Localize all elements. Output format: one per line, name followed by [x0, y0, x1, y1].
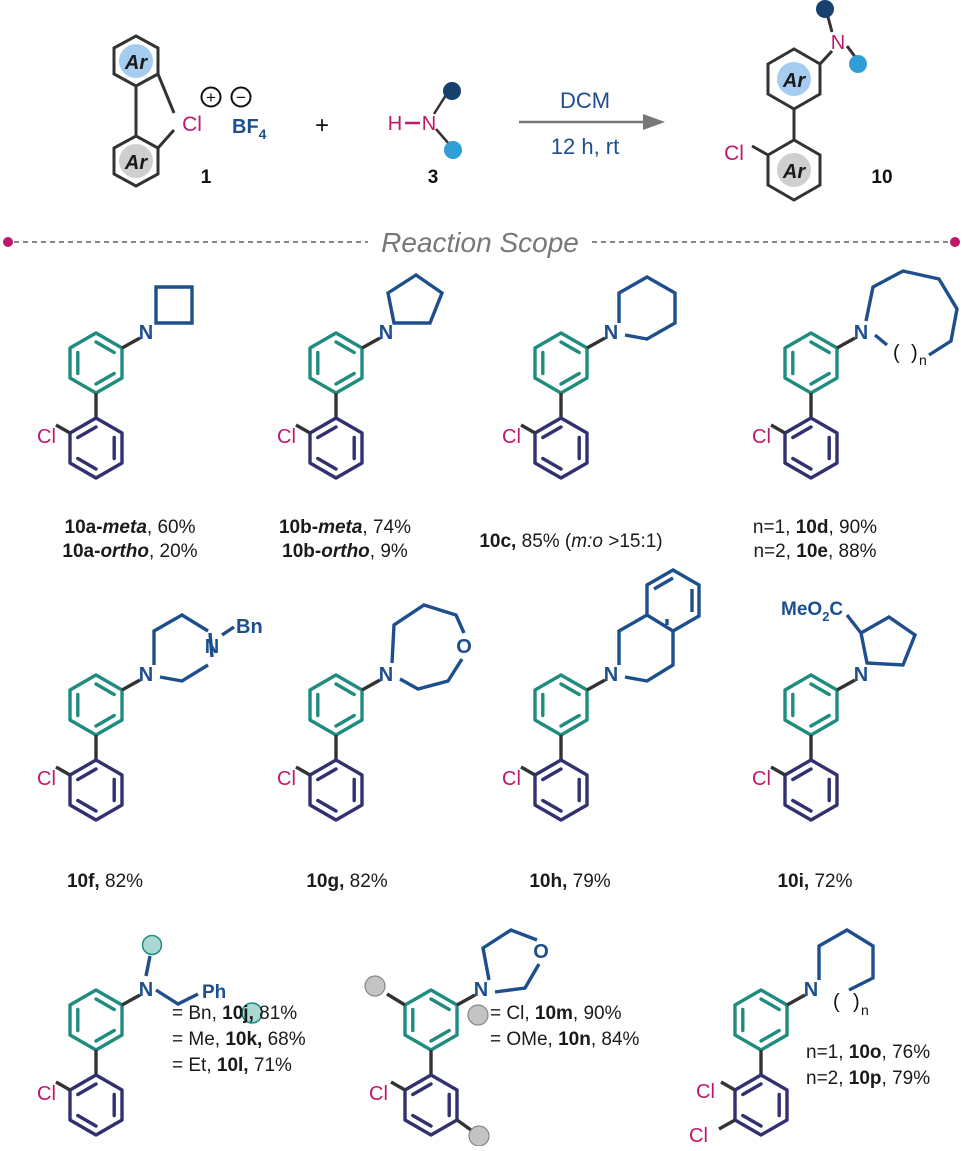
ar-label-gray: Ar — [124, 152, 148, 174]
svg-text:MeO2C: MeO2C — [781, 599, 843, 624]
counterion: BF4 — [232, 116, 267, 142]
compound-10g: Cl N O — [277, 603, 472, 822]
svg-text:N: N — [139, 664, 153, 686]
dark-blue-dot — [443, 82, 461, 100]
solvent-label: DCM — [560, 88, 610, 113]
svg-text:n: n — [861, 1002, 869, 1018]
svg-text:Cl: Cl — [37, 768, 56, 790]
svg-text:Cl: Cl — [696, 1081, 715, 1103]
svg-text:N: N — [379, 322, 393, 344]
svg-text:O: O — [533, 941, 549, 963]
svg-text:N: N — [854, 322, 868, 344]
svg-text:Cl: Cl — [502, 768, 521, 790]
caption-10a: 10a-meta, 60% 10a-ortho, 20% — [62, 517, 198, 562]
compound-10b: Cl N — [277, 272, 445, 480]
chloronium-cl: Cl — [182, 113, 202, 136]
svg-text:Cl: Cl — [37, 426, 56, 448]
scope-title: Reaction Scope — [381, 227, 579, 258]
svg-text:N: N — [474, 979, 488, 1001]
amine-3-label: 3 — [428, 167, 439, 188]
svg-text:+: + — [206, 88, 216, 107]
svg-text:Cl: Cl — [369, 1083, 388, 1105]
svg-text:Ph: Ph — [202, 982, 226, 1003]
plus-sign: + — [315, 112, 329, 139]
product-10-label: 10 — [871, 167, 892, 188]
caption-10c: 10c, 85% (m:o >15:1) — [479, 531, 663, 552]
svg-text:H: H — [388, 113, 402, 135]
conditions-label: 12 h, rt — [551, 134, 619, 159]
caption-10h: 10h, 79% — [529, 871, 611, 892]
reagent-1-structure: Ar Ar Cl + − BF4 1 — [112, 34, 267, 188]
svg-text:): ) — [853, 991, 860, 1013]
svg-text:Ar: Ar — [782, 161, 806, 183]
svg-text:N: N — [604, 322, 618, 344]
caption-10o-10p: n=1, 10o, 76% n=2, 10p, 79% — [806, 1042, 931, 1089]
compound-10j-10l: Cl N Ph — [37, 934, 263, 1137]
product-10-structure: N Ar Ar Cl 10 — [724, 0, 893, 202]
svg-text:n: n — [919, 352, 927, 368]
caption-10i: 10i, 72% — [777, 871, 853, 892]
svg-text:(: ( — [893, 342, 900, 364]
svg-text:Cl: Cl — [752, 426, 771, 448]
svg-text:(: ( — [833, 991, 840, 1013]
svg-text:N: N — [205, 636, 219, 658]
svg-text:Ar: Ar — [782, 70, 806, 92]
reaction-arrow: DCM 12 h, rt — [519, 88, 665, 159]
svg-text:Cl: Cl — [689, 1125, 708, 1146]
positive-charge-icon — [200, 86, 222, 108]
svg-text:Bn: Bn — [236, 616, 263, 638]
svg-text:N: N — [831, 32, 845, 54]
compound-10f: Cl N N Bn — [37, 613, 263, 822]
svg-text:−: − — [236, 88, 246, 107]
compound-10o-10p: Cl Cl N ( ) n — [689, 928, 875, 1147]
svg-text:Cl: Cl — [277, 768, 296, 790]
svg-text:N: N — [422, 113, 436, 135]
caption-10g: 10g, 82% — [306, 871, 388, 892]
svg-text:N: N — [604, 664, 618, 686]
negative-charge-icon — [230, 86, 252, 108]
compound-10a: Cl N — [37, 285, 194, 480]
svg-text:N: N — [139, 322, 153, 344]
svg-text:N: N — [139, 979, 153, 1001]
svg-text:): ) — [911, 342, 918, 364]
caption-10f: 10f, 82% — [66, 871, 144, 892]
caption-10d-10e: n=1, 10d, 90% n=2, 10e, 88% — [752, 517, 878, 562]
light-blue-dot — [444, 141, 462, 159]
svg-text:Cl: Cl — [277, 426, 296, 448]
svg-text:O: O — [456, 636, 472, 658]
compound-10d-10e: Cl N ( ) n — [752, 269, 959, 480]
svg-text:N: N — [804, 979, 818, 1001]
svg-text:Cl: Cl — [502, 426, 521, 448]
compound-10h: Cl N — [502, 568, 701, 822]
compound-10c: Cl N — [502, 275, 677, 480]
svg-text:Cl: Cl — [37, 1083, 56, 1105]
caption-10b: 10b-meta, 74% 10b-ortho, 9% — [278, 517, 412, 562]
caption-10j-10l: = Bn, 10j, 81% = Me, 10k, 68% = Et, 10l,… — [172, 1003, 306, 1076]
scope-divider: Reaction Scope — [3, 227, 960, 258]
caption-10m-10n: = Cl, 10m, 90% = OMe, 10n, 84% — [490, 1003, 640, 1050]
svg-text:N: N — [379, 664, 393, 686]
svg-text:N: N — [854, 664, 868, 686]
reagent-1-label: 1 — [201, 167, 212, 188]
svg-text:Cl: Cl — [724, 142, 744, 165]
amine-3-structure: H N 3 — [388, 82, 462, 188]
svg-text:Cl: Cl — [752, 768, 771, 790]
ar-label-blue: Ar — [124, 52, 148, 74]
compound-10i: Cl N MeO2C — [752, 599, 918, 822]
compound-10m-10n: Cl N O — [364, 928, 549, 1147]
